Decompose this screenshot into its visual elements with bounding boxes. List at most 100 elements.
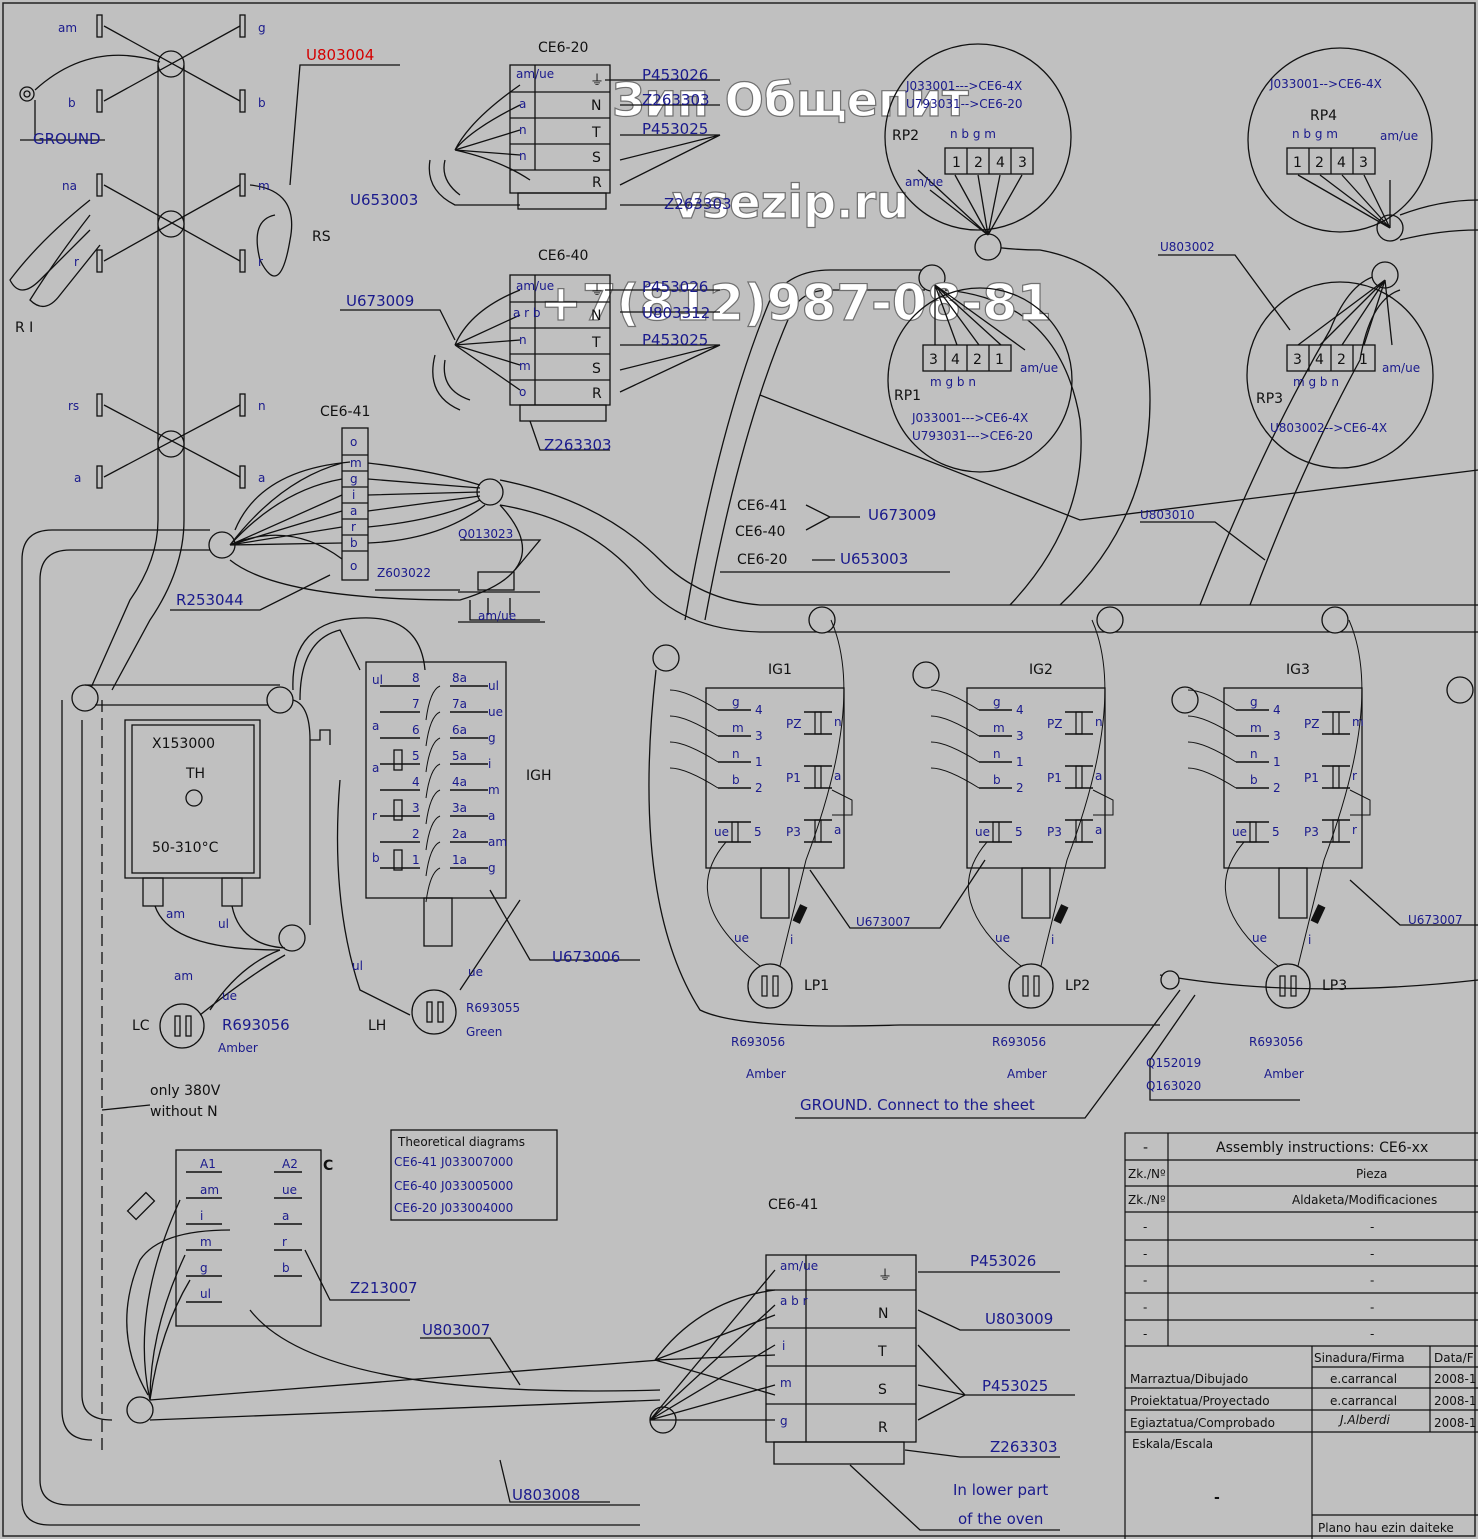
relay-rp2: RP2 n b g m 1 2 4 3 J033001--->CE6-4X U7… <box>884 43 1072 236</box>
rp4-cell-1: 1 <box>1293 155 1302 171</box>
tb-rows: ---------- <box>1143 1220 1374 1341</box>
lamp-i: i <box>1051 933 1054 947</box>
ce6-41-lower-sym-S: S <box>878 1382 887 1398</box>
igh-left-label: b <box>372 851 380 865</box>
ig-five: 5 <box>754 825 762 839</box>
ig-name: IG3 <box>1286 662 1310 678</box>
rp4-cell-2: 2 <box>1315 155 1324 171</box>
code-p453025-top: P453025 <box>642 120 708 138</box>
relay-rp3: RP3 m g b n 3 4 2 1 U803002-->CE6-4X U80… <box>1158 240 1434 469</box>
igh-rnum: 2a <box>452 827 467 841</box>
tb-sinadura: Sinadura/Firma <box>1314 1351 1405 1365</box>
rp2-cell-3: 4 <box>996 155 1005 171</box>
ce6-41-lower-sym-R: R <box>878 1420 888 1436</box>
ig-num: 4 <box>1273 703 1281 717</box>
ig-p2-label: n <box>834 715 842 729</box>
rp4-amue: am/ue <box>1380 129 1418 143</box>
code-u803002: U803002 <box>1160 240 1215 254</box>
rp1-cell-3: 2 <box>973 352 982 368</box>
code-u673007-mid: U673007 <box>856 915 911 929</box>
c-left-label: i <box>200 1209 203 1223</box>
lc-code: R693056 <box>222 1016 290 1034</box>
ce6-40-sym-N: N <box>591 308 601 324</box>
lamp-code: R693056 <box>1249 1035 1303 1049</box>
rp4-name: RP4 <box>1310 108 1337 124</box>
ig-extra: U673007 U673007 Q152019 Q163020 GROUND. … <box>795 859 1478 1119</box>
c-left-label: m <box>200 1235 212 1249</box>
ig-left-label: g <box>993 695 1001 709</box>
tb-title: Assembly instructions: CE6-xx <box>1216 1140 1428 1156</box>
ig-left-label: n <box>732 747 740 761</box>
code-z213007: Z213007 <box>350 1279 418 1297</box>
ce6-41-row-r: r <box>351 520 356 534</box>
tb-row-index: - <box>1143 1247 1147 1261</box>
igh-left-label: a <box>372 719 379 733</box>
igh-left-label: r <box>372 809 377 823</box>
label-r-left: r <box>74 255 79 269</box>
ce6-41-lower-sym-N: N <box>878 1306 888 1322</box>
ce6-40-row-amue: am/ue <box>516 279 554 293</box>
middle-legend: CE6-41 CE6-40 CE6-20 U673009 U653003 U80… <box>720 498 1266 573</box>
label-a-right: a <box>258 471 265 485</box>
igh-num: 4 <box>412 775 420 789</box>
lh-code: R693055 <box>466 1001 520 1015</box>
label-n: n <box>258 399 266 413</box>
tb-data: Data/F <box>1434 1351 1474 1365</box>
rp3-cell-1: 3 <box>1293 352 1302 368</box>
ig-ue: ue <box>975 825 990 839</box>
label-a-left: a <box>74 471 81 485</box>
ce6-41-row-o2: o <box>350 559 357 573</box>
ce6-41-lower-row-g: g <box>780 1414 788 1428</box>
ce6-40-sym-S: S <box>592 361 601 377</box>
theo-title: Theoretical diagrams <box>397 1135 525 1149</box>
ig-num: 1 <box>1016 755 1024 769</box>
igh-name: IGH <box>526 768 552 784</box>
ce6-41-row-b: b <box>350 536 358 550</box>
th-ul: ul <box>218 917 229 931</box>
code-u803009: U803009 <box>985 1310 1053 1328</box>
rp2-cols: n b g m <box>950 127 996 141</box>
code-z263303-ce640: Z263303 <box>544 436 612 454</box>
ig-left-label: b <box>993 773 1001 787</box>
watermark-line2: vsezip.ru <box>672 175 909 229</box>
label-b-left: b <box>68 96 76 110</box>
lamp-lc-label: LC <box>132 1018 150 1034</box>
th-code: X153000 <box>152 736 215 752</box>
rp2-cell-1: 1 <box>952 155 961 171</box>
legend-ce6-41: CE6-41 <box>737 498 787 514</box>
code-u673009-legend: U673009 <box>868 506 936 524</box>
igh-rnum: 3a <box>452 801 467 815</box>
ce6-41-lower-title: CE6-41 <box>768 1197 818 1213</box>
ground-label: GROUND <box>33 130 101 148</box>
ig-num: 3 <box>1016 729 1024 743</box>
lamp-i: i <box>1308 933 1311 947</box>
c-left-label: ul <box>200 1287 211 1301</box>
ig-left-label: m <box>1250 721 1262 735</box>
ig-p3-label: r <box>1352 823 1357 837</box>
label-r-right: r <box>258 255 263 269</box>
ce6-41-lower-row-i: i <box>782 1339 785 1353</box>
code-p453026-lower: P453026 <box>970 1252 1036 1270</box>
rp3-name: RP3 <box>1256 391 1283 407</box>
ig-p1: P1 <box>1047 771 1062 785</box>
tb-egl: Egiaztatua/Comprobado <box>1130 1416 1275 1430</box>
ig-num: 3 <box>1273 729 1281 743</box>
ce6-20-row-n1: n <box>519 123 527 137</box>
lh-ue: ue <box>468 965 483 979</box>
ig-p1-label: r <box>1352 769 1357 783</box>
tb-d3: 2008-1 <box>1434 1416 1477 1430</box>
lamp-label: LP2 <box>1065 978 1090 994</box>
rp3-u: U803002-->CE6-4X <box>1270 421 1387 435</box>
igh-num: 2 <box>412 827 420 841</box>
ig-num: 1 <box>755 755 763 769</box>
igh-rlabel: ul <box>488 679 499 693</box>
ce6-40-title: CE6-40 <box>538 248 588 264</box>
igh-num: 3 <box>412 801 420 815</box>
ig-num: 2 <box>755 781 763 795</box>
igh-rlabel: g <box>488 731 496 745</box>
rp2-cell-4: 3 <box>1018 155 1027 171</box>
theo-ce6-20: CE6-20 J033004000 <box>394 1201 513 1215</box>
